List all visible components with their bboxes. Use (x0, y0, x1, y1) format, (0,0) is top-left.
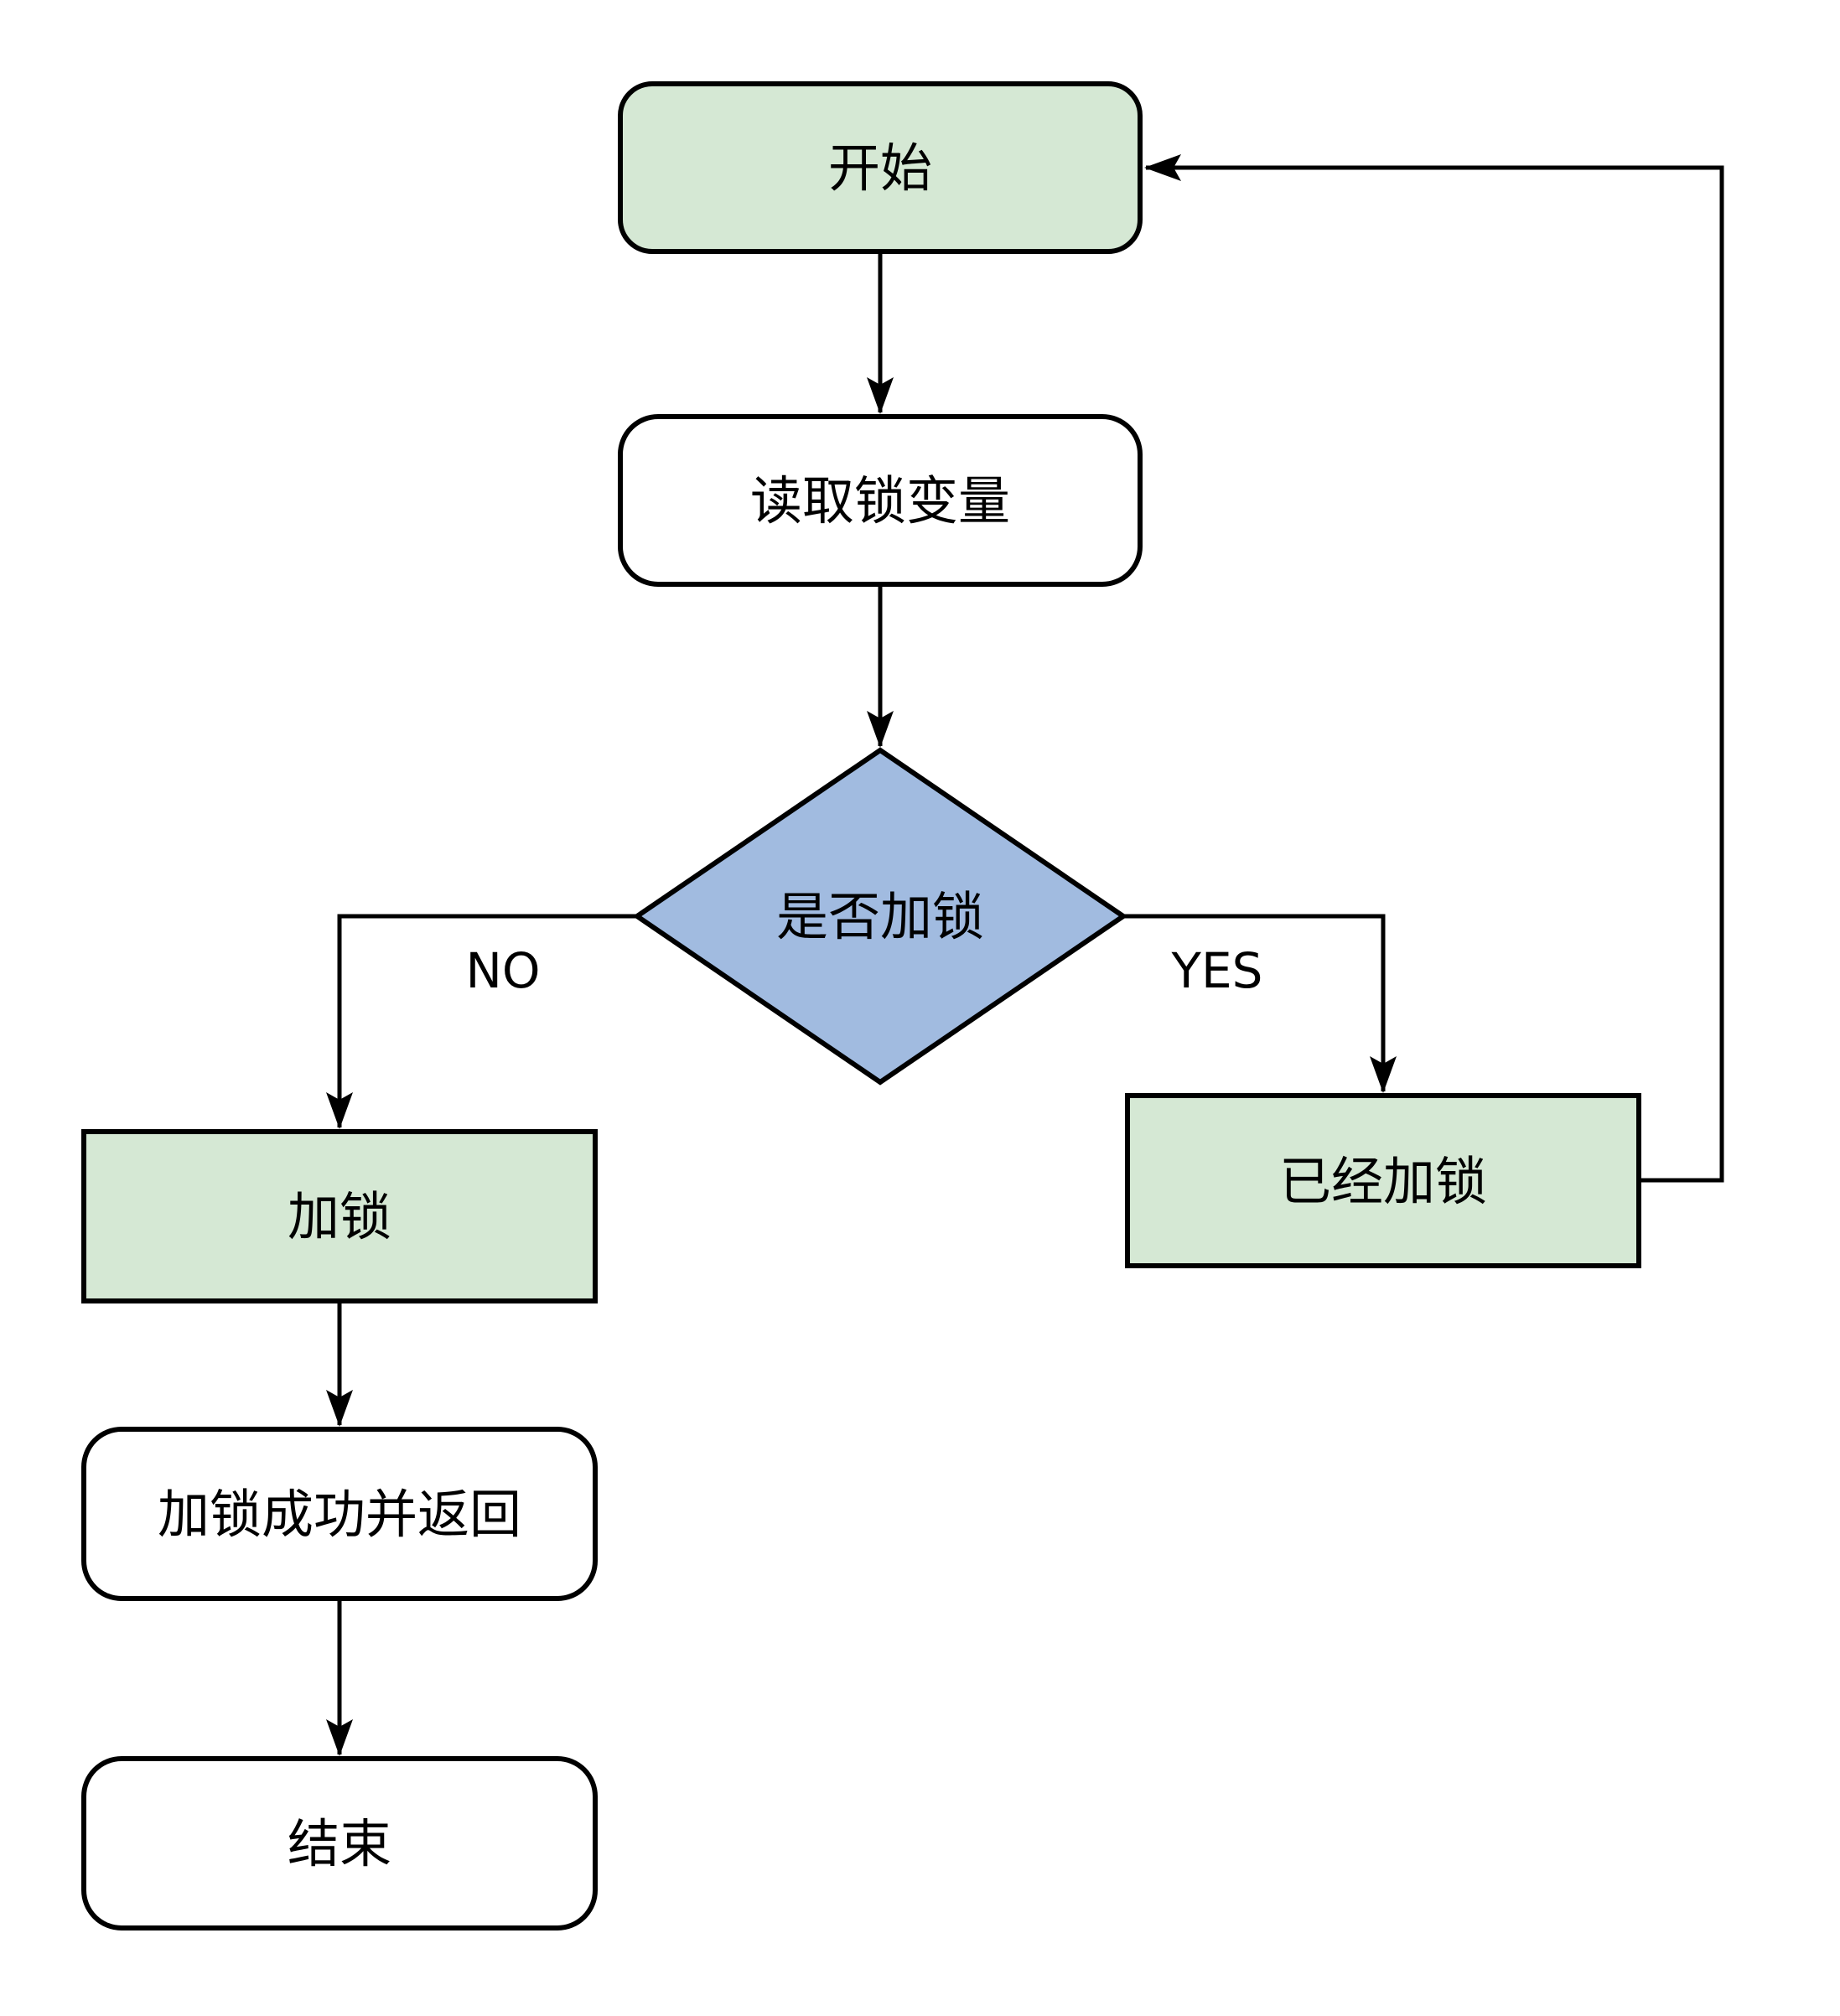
node-end: 结束 (81, 1756, 598, 1930)
node-lock: 加锁 (81, 1129, 598, 1303)
node-already-locked: 已经加锁 (1125, 1093, 1641, 1268)
node-decision-is-locked: 是否加锁 (632, 747, 1128, 1086)
end-label: 结束 (288, 1813, 391, 1874)
node-read-lock-variable: 读取锁变量 (618, 414, 1143, 587)
edge-label-yes: YES (1171, 942, 1263, 999)
lock-box (81, 1129, 598, 1303)
already-locked-label: 已经加锁 (1279, 1151, 1487, 1212)
already-locked-box (1125, 1093, 1641, 1268)
node-start: 开始 (618, 81, 1143, 254)
read-lock-variable-label: 读取锁变量 (750, 470, 1010, 531)
edge-decision-to-already-yes (1123, 914, 1397, 1093)
node-lock-success-return: 加锁成功并返回 (81, 1427, 598, 1601)
lock-success-return-box (81, 1427, 598, 1601)
is-locked-label: 是否加锁 (776, 886, 984, 947)
edge-decision-to-lock-no (326, 914, 637, 1129)
edge-label-no: NO (465, 942, 540, 999)
read-lock-variable-box (618, 414, 1143, 587)
end-box (81, 1756, 598, 1930)
lock-success-return-label: 加锁成功并返回 (158, 1484, 521, 1545)
start-box (618, 81, 1143, 254)
start-label: 开始 (828, 137, 932, 199)
lock-label: 加锁 (288, 1186, 391, 1247)
is-locked-diamond (632, 747, 1128, 1086)
edge-already-to-start-loop (1144, 154, 1724, 1183)
